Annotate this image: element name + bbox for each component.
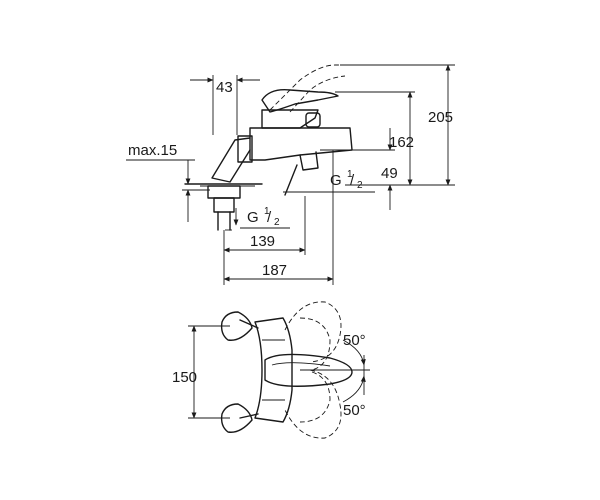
faucet-body <box>249 127 353 161</box>
top-view: 150 50° 50° <box>172 301 370 439</box>
top-inlet-knob <box>220 311 253 341</box>
arm-nut <box>237 135 253 163</box>
body-arm <box>211 137 251 183</box>
svg-text:1: 1 <box>347 169 353 180</box>
faucet-body-top <box>254 317 293 423</box>
deck-shank <box>213 197 235 213</box>
bottom-inlet-knob <box>220 403 253 433</box>
dim-max15-label: max.15 <box>128 142 177 159</box>
svg-text:1: 1 <box>264 206 270 217</box>
deck-mount-nut <box>207 185 241 199</box>
dim-205-label: 205 <box>428 109 453 126</box>
lever-handle <box>261 89 339 113</box>
angle-top-label: 50° <box>343 332 366 349</box>
rotation-arc-bottom <box>284 369 342 439</box>
thread-left-g: G <box>247 209 259 226</box>
svg-text:/: / <box>267 209 272 226</box>
dim-49-label: 49 <box>381 165 398 182</box>
svg-text:2: 2 <box>357 180 363 191</box>
rotation-arc-top <box>284 301 342 363</box>
diverter-knob <box>305 112 321 128</box>
side-view: 43 205 162 49 max.15 G 1 / 2 G 1 / 2 <box>126 64 455 285</box>
inlet-pipe <box>284 164 298 196</box>
dim-162-label: 162 <box>389 134 414 151</box>
dim-139-label: 139 <box>250 233 275 250</box>
svg-text:/: / <box>350 172 355 189</box>
svg-text:2: 2 <box>274 217 280 228</box>
lever-raised-outline <box>269 64 455 111</box>
dim-187-label: 187 <box>262 262 287 279</box>
spout <box>299 151 319 171</box>
lever-top <box>264 353 353 387</box>
dim-43-label: 43 <box>216 79 233 96</box>
dim-150-label: 150 <box>172 369 197 386</box>
cartridge-housing <box>261 109 319 129</box>
angle-bottom-label: 50° <box>343 402 366 419</box>
thread-right-g: G <box>330 172 342 189</box>
